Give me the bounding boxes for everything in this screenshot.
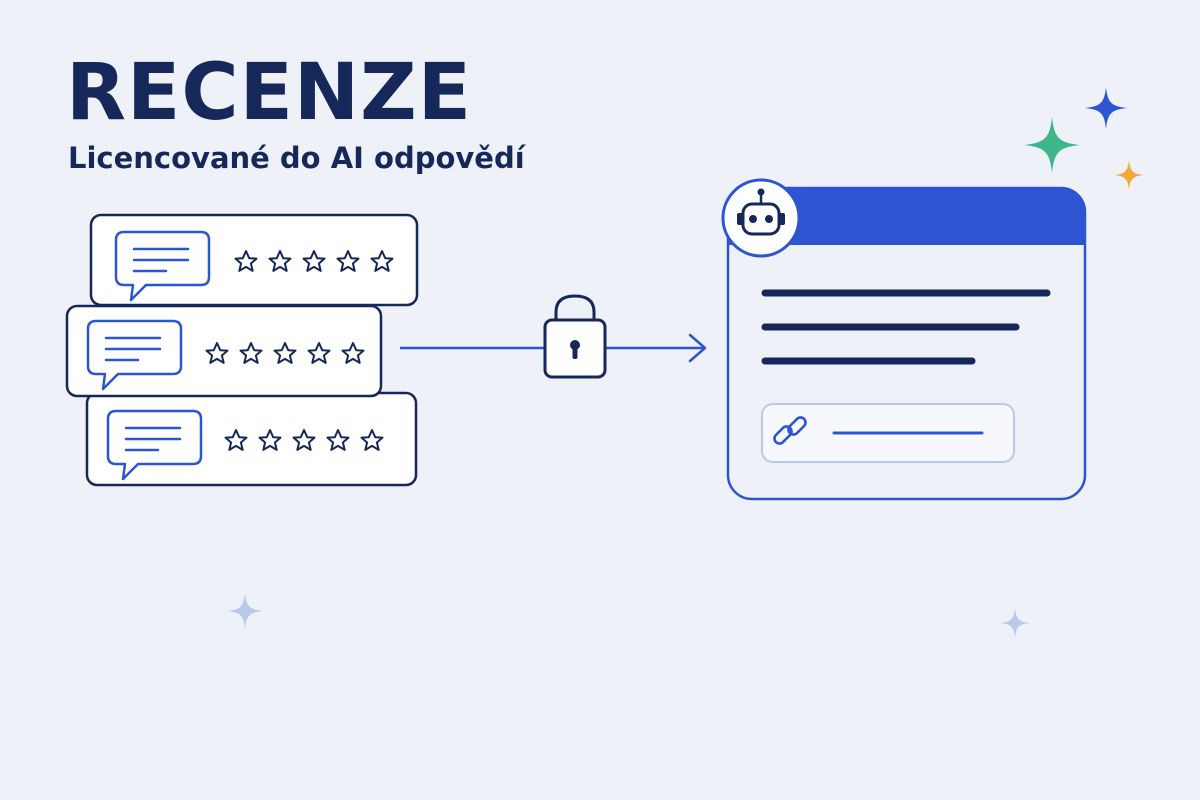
sparkle-icon: [1000, 608, 1030, 638]
review-card: [65, 304, 383, 398]
arrow-right-icon: [688, 333, 707, 363]
source-link-field: [761, 403, 1015, 463]
review-card: [89, 213, 419, 307]
review-card: [85, 391, 418, 487]
robot-icon: [721, 178, 801, 258]
padlock-icon: [543, 294, 607, 379]
sparkle-icon: [227, 593, 263, 629]
sparkle-icon: [1114, 160, 1144, 190]
page-subtitle: Licencované do AI odpovědí: [68, 141, 525, 175]
link-icon: [773, 416, 807, 445]
ai-answer-panel: [726, 186, 1087, 501]
sparkle-icon: [1085, 87, 1127, 129]
sparkle-icon: [1024, 117, 1080, 173]
page-title: RECENZE: [66, 48, 472, 138]
flow-connector: [400, 294, 707, 379]
